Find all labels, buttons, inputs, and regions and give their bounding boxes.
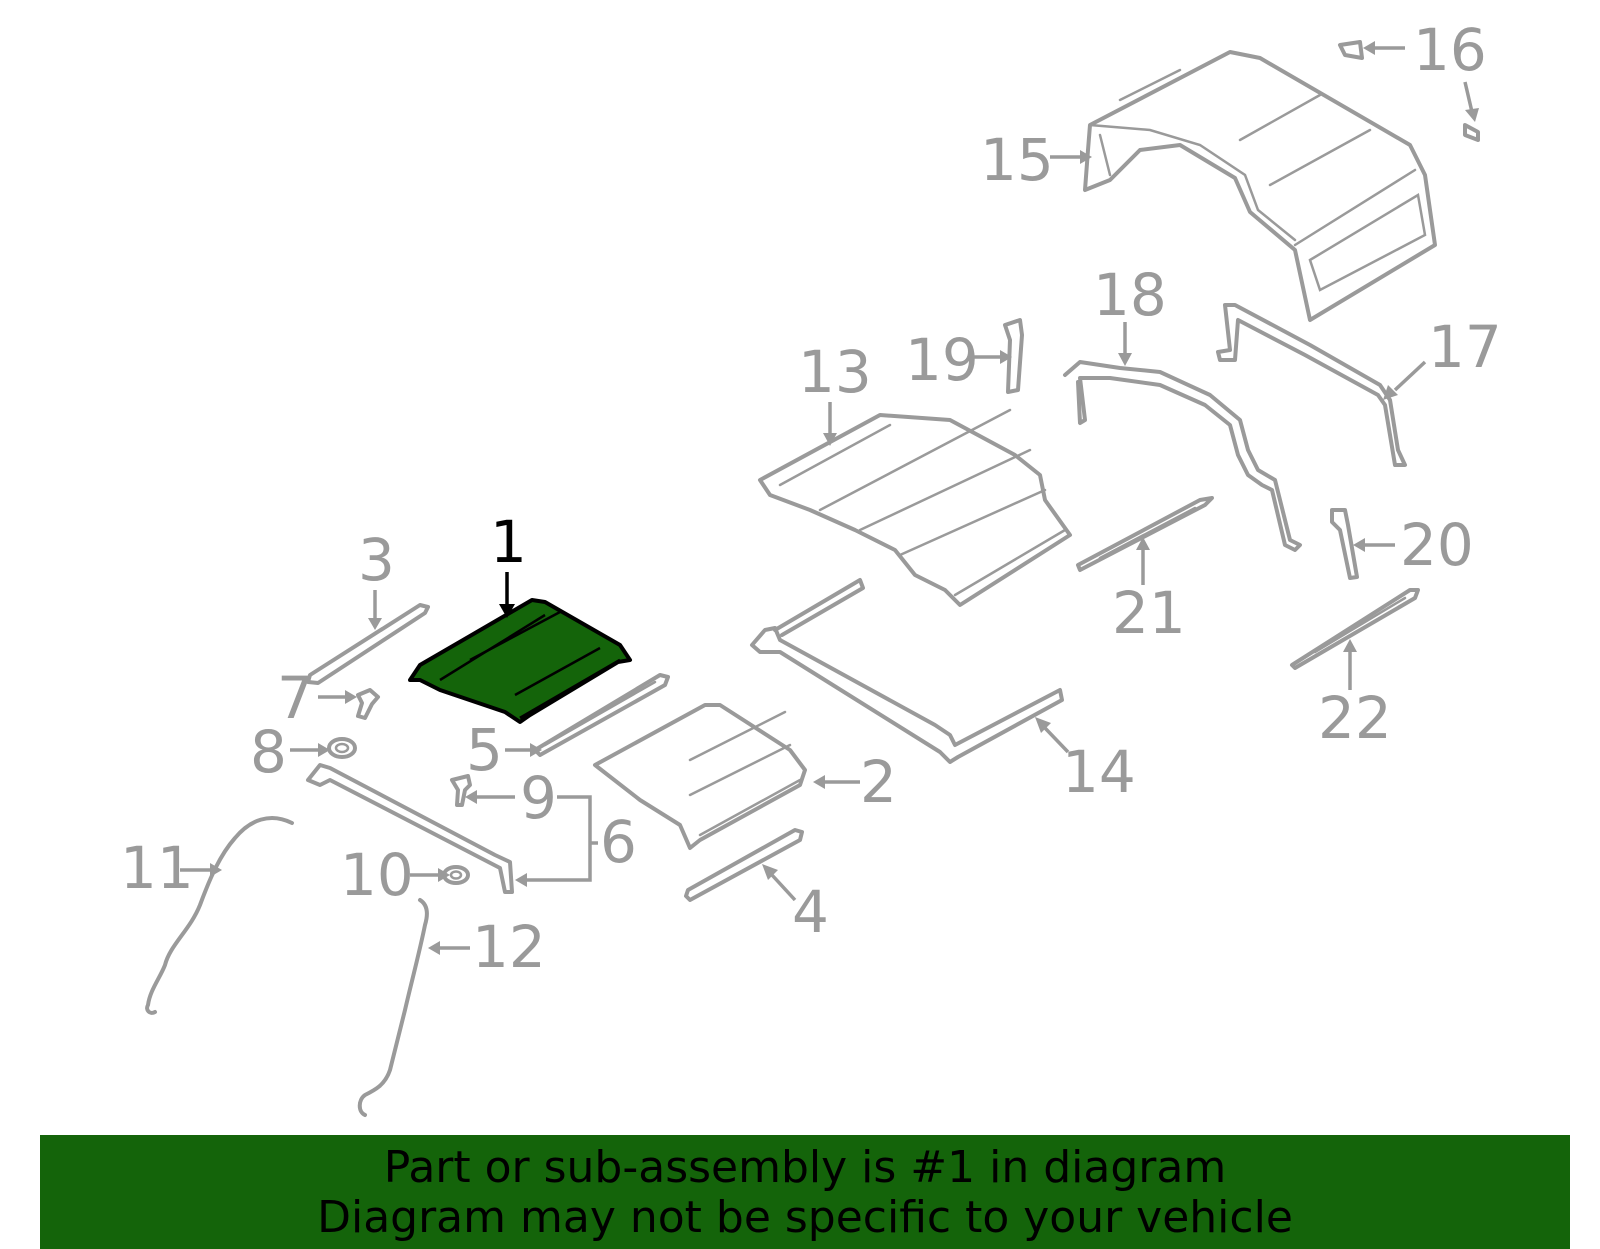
callout-19: 19	[905, 326, 979, 394]
part-16-clips[interactable]	[1338, 40, 1480, 142]
part-6-rail[interactable]	[306, 763, 514, 894]
leader-lines	[180, 41, 1479, 955]
callout-21: 21	[1112, 579, 1186, 647]
callout-10: 10	[340, 841, 414, 909]
banner-line-1: Part or sub-assembly is #1 in diagram	[383, 1142, 1227, 1193]
callout-6: 6	[600, 808, 637, 876]
part-19-bracket[interactable]	[1003, 318, 1024, 394]
part-14-frame[interactable]	[750, 578, 1064, 764]
banner-line-2: Diagram may not be specific to your vehi…	[317, 1192, 1293, 1243]
callout-15: 15	[980, 126, 1054, 194]
part-2-panel[interactable]	[593, 703, 807, 850]
part-11-seal[interactable]	[145, 816, 294, 1015]
callout-20: 20	[1400, 511, 1474, 579]
callout-8: 8	[250, 718, 287, 786]
part-9-screw[interactable]	[450, 774, 472, 807]
part-18-frame[interactable]	[1063, 360, 1302, 552]
callout-11: 11	[120, 834, 194, 902]
part-1-roof-panel-highlighted[interactable]	[408, 598, 632, 724]
part-17-rear-frame[interactable]	[1216, 303, 1407, 467]
part-13-roof-panel[interactable]	[758, 408, 1072, 607]
part-5-strip[interactable]	[533, 673, 670, 757]
callout-9: 9	[520, 764, 557, 832]
callout-13: 13	[798, 338, 872, 406]
info-banner: Part or sub-assembly is #1 in diagram Di…	[40, 1135, 1570, 1249]
callout-3: 3	[358, 526, 395, 594]
part-15-hardtop-shell[interactable]	[1083, 50, 1437, 322]
part-22-strip[interactable]	[1290, 588, 1420, 670]
callout-18: 18	[1093, 261, 1167, 329]
callout-16: 16	[1413, 16, 1487, 84]
part-12-seal[interactable]	[357, 898, 429, 1117]
part-20-bracket[interactable]	[1330, 508, 1359, 580]
callout-4: 4	[792, 878, 829, 946]
callout-numbers: 1 2 3 4 5 6 7 8 9 10 11 12 13 14 15 16 1…	[120, 16, 1502, 981]
part-21-strip[interactable]	[1076, 496, 1214, 572]
part-4-strip[interactable]	[684, 828, 804, 902]
part-7-bolt[interactable]	[356, 688, 380, 720]
callout-1: 1	[490, 508, 527, 576]
callout-14: 14	[1062, 738, 1136, 806]
callout-22: 22	[1318, 684, 1392, 752]
callout-12: 12	[472, 913, 546, 981]
callout-17: 17	[1428, 313, 1502, 381]
part-3-strip[interactable]	[306, 603, 430, 685]
part-8-nut[interactable]	[327, 737, 357, 759]
callout-7: 7	[277, 664, 314, 732]
callout-2: 2	[860, 748, 897, 816]
callout-5: 5	[466, 716, 503, 784]
